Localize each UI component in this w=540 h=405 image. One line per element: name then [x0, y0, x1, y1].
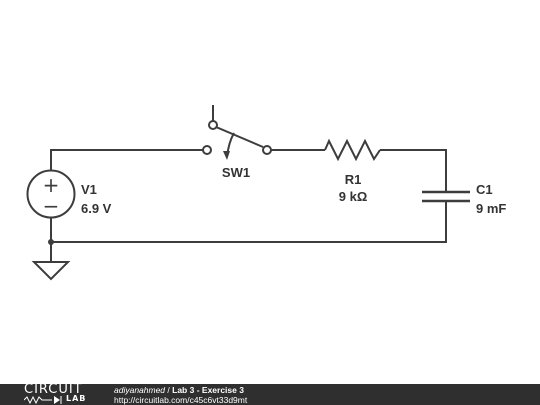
- footer-title-line: adiyanahmed / Lab 3 - Exercise 3: [114, 385, 244, 395]
- capacitor-c1[interactable]: [422, 190, 470, 203]
- ground-icon: [31, 261, 71, 281]
- wire-resistor-to-cap: [380, 149, 447, 192]
- sw1-label: SW1: [222, 165, 250, 180]
- r1-value: 9 kΩ: [339, 189, 368, 204]
- switch-sw1[interactable]: [202, 105, 272, 160]
- junction-dot: [48, 239, 54, 245]
- logo-circuit-text: CIRCUIT: [24, 382, 83, 397]
- v1-value: 6.9 V: [81, 201, 112, 216]
- wire-left-top: [50, 149, 203, 170]
- source-minus-sign: −: [43, 194, 60, 218]
- circuit-schematic: + − V1 6.9 V SW1 R1 9 kΩ C1 9 mF: [26, 105, 506, 281]
- source-plus-sign: +: [43, 173, 60, 197]
- title-separator: /: [165, 385, 173, 395]
- c1-value: 9 mF: [476, 201, 506, 216]
- circuit-url[interactable]: http://circuitlab.com/c45c6vt33d9mt: [114, 395, 248, 405]
- circuit-title[interactable]: Lab 3 - Exercise 3: [172, 385, 244, 395]
- wires: [50, 149, 447, 262]
- logo-resistor-icon: [24, 395, 62, 405]
- logo-lab-text: LAB: [66, 394, 87, 403]
- author-link[interactable]: adiyanahmed: [114, 385, 166, 395]
- circuitlab-logo[interactable]: CIRCUIT LAB: [24, 382, 104, 405]
- resistor-r1[interactable]: [324, 138, 381, 162]
- v1-label: V1: [81, 182, 97, 197]
- footer-bar: CIRCUIT LAB adiyanahmed / Lab 3 - Exerci…: [0, 382, 540, 405]
- voltage-source-v1[interactable]: + −: [26, 169, 76, 219]
- wire-cap-bottom: [50, 201, 447, 243]
- c1-label: C1: [476, 182, 493, 197]
- r1-label: R1: [345, 172, 362, 187]
